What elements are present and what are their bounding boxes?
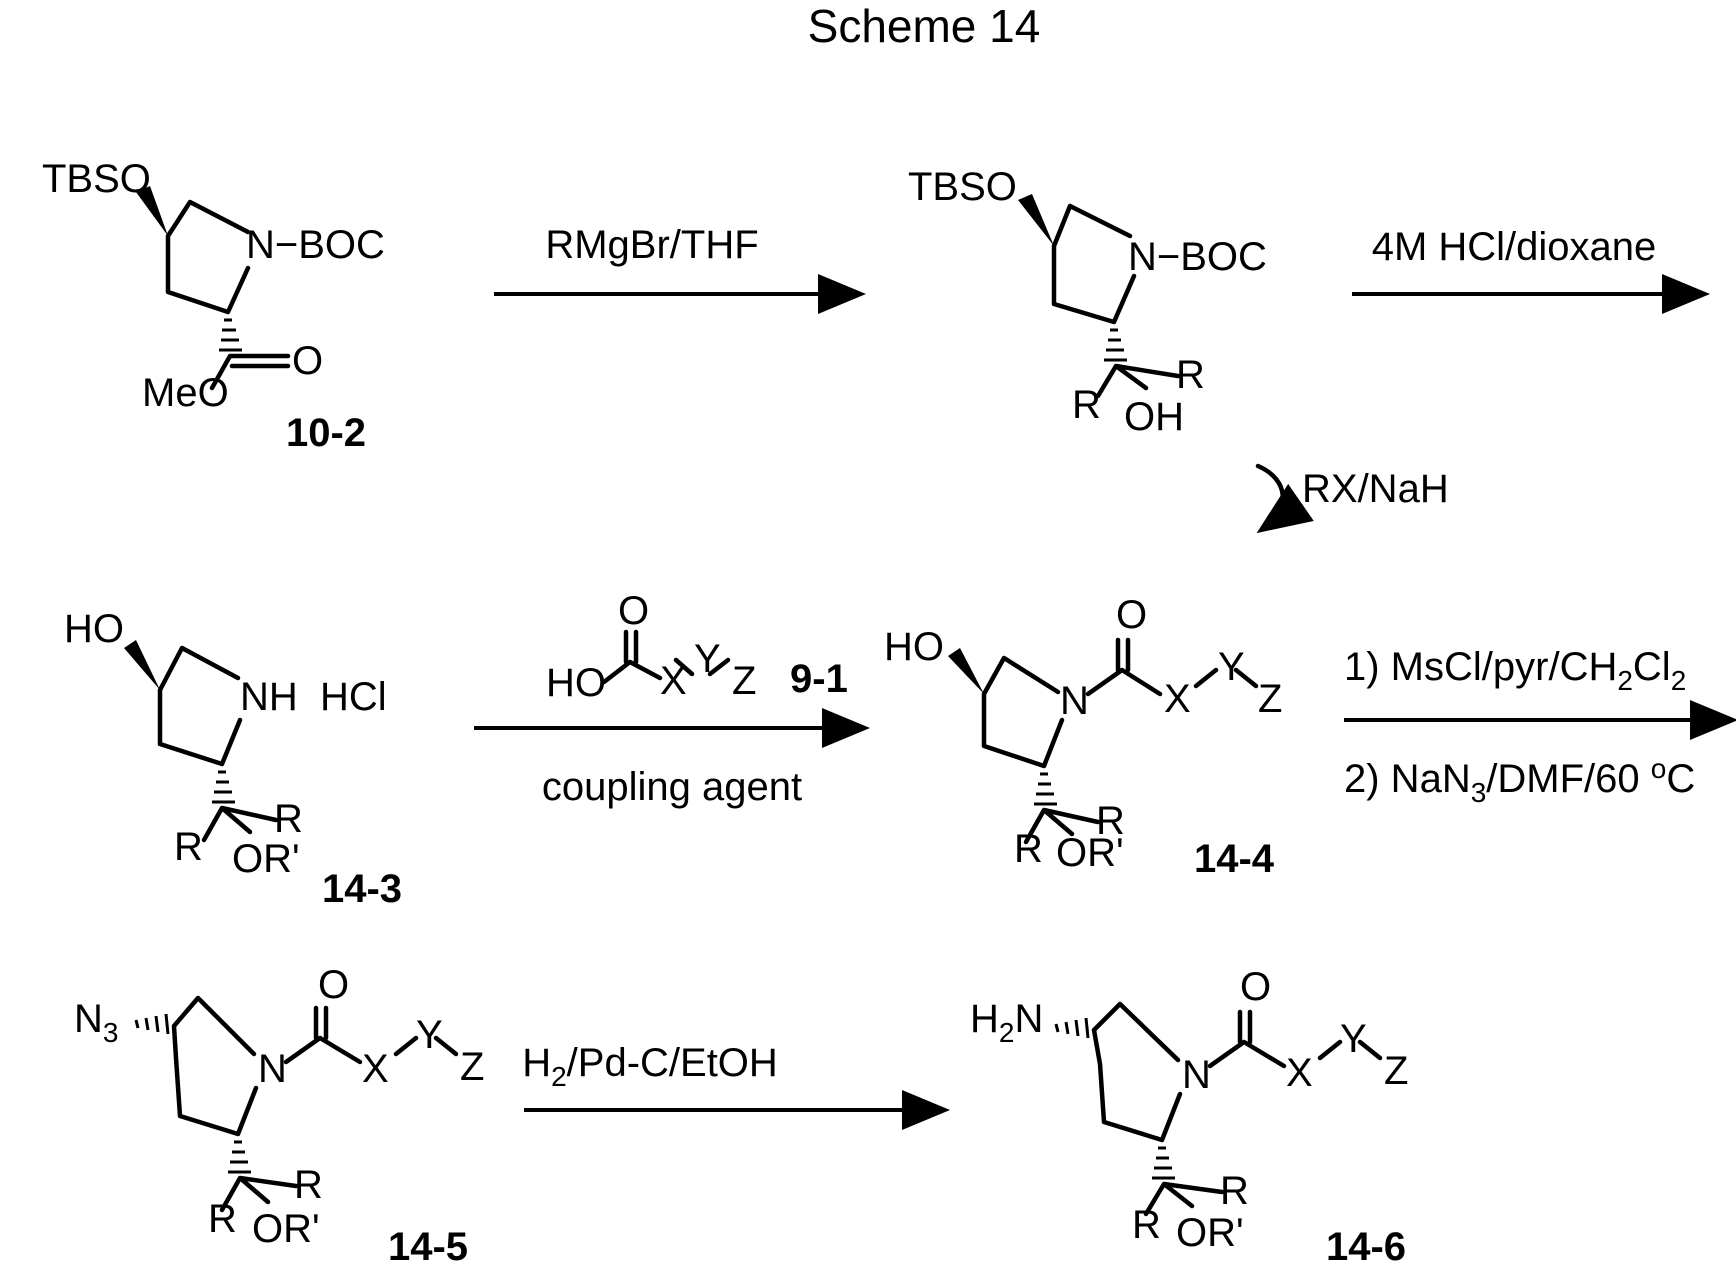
carbonyl-o: O	[292, 339, 323, 383]
hcl-label: HCl	[320, 675, 387, 719]
tbso-label: TBSO	[908, 165, 1017, 209]
n-boc-label: N−BOC	[246, 223, 385, 267]
ring-bonds	[984, 658, 1062, 766]
reagent-step4-line2: 2) NaN3/DMF/60 oC	[1344, 753, 1695, 808]
reagent-step4-line1: 1) MsCl/pyr/CH2Cl2	[1344, 645, 1686, 696]
y-label: Y	[1340, 1017, 1367, 1061]
or-label: OR'	[1056, 831, 1124, 875]
n-label: N	[258, 1047, 287, 1091]
carbonyl-o: O	[618, 589, 649, 633]
r-right: R	[1176, 353, 1205, 397]
x-label: X	[1164, 677, 1191, 721]
carbinol-bonds	[1098, 366, 1178, 396]
y-label: Y	[1218, 645, 1245, 689]
ring-bonds	[168, 202, 248, 312]
y-label: Y	[694, 637, 721, 681]
carbonyl-o: O	[1240, 965, 1271, 1009]
hashed-bond	[1104, 330, 1127, 360]
h2n-label: H2N	[970, 997, 1043, 1048]
compound-label: 14-4	[1194, 837, 1275, 881]
reagent-step2: 4M HCl/dioxane	[1372, 225, 1657, 269]
ho-label: HO	[546, 661, 606, 705]
z-label: Z	[1384, 1049, 1408, 1093]
wedge-bond	[1018, 194, 1054, 246]
wedge-bond	[124, 640, 160, 690]
hashed-bond	[212, 772, 235, 802]
compound-label: 10-2	[286, 411, 366, 455]
compound-label: 14-3	[322, 867, 402, 911]
compound-14-1: TBSO N−BOC R R OH RX/NaH	[908, 165, 1449, 528]
alkylation-curved-arrow	[1258, 466, 1283, 528]
z-label: Z	[460, 1045, 484, 1089]
r-left: R	[1014, 827, 1043, 871]
n-label: N	[1060, 679, 1089, 723]
compound-14-4: HO N O X Y Z R R OR' 14-4	[884, 593, 1282, 881]
carbinol-bonds	[204, 808, 276, 840]
compound-14-5: N3 N O X Y Z R R OR' 14-5	[74, 963, 484, 1264]
r-right: R	[294, 1163, 323, 1207]
hashed-bond-amine	[1056, 1018, 1088, 1038]
hashed-bond-n3	[136, 1014, 168, 1034]
carbonyl-o: O	[318, 963, 349, 1007]
or-label: OR'	[232, 837, 300, 881]
wedge-bond	[136, 186, 168, 236]
scheme-title: Scheme 14	[808, 0, 1041, 52]
ring-bonds	[1054, 206, 1134, 322]
y-label: Y	[416, 1013, 443, 1057]
or-label: OR'	[252, 1207, 320, 1251]
reagent-9-1: O HO X Y Z 9-1	[546, 589, 848, 705]
hashed-bond	[1152, 1148, 1175, 1178]
or-label: OR'	[1176, 1211, 1244, 1255]
ho-label: HO	[884, 625, 944, 669]
compound-14-6: H2N N O X Y Z R R OR' 14-6	[970, 965, 1408, 1264]
compound-label: 14-6	[1326, 1225, 1406, 1264]
oh-label: OH	[1124, 395, 1184, 439]
hashed-bond	[1034, 774, 1057, 804]
hashed-bond	[228, 1142, 251, 1172]
z-label: Z	[1258, 677, 1282, 721]
ring-bonds	[174, 998, 256, 1134]
carbonyl-o: O	[1116, 593, 1147, 637]
r-left: R	[1132, 1203, 1161, 1247]
reagent-alkylation: RX/NaH	[1302, 467, 1449, 511]
wedge-bond	[948, 648, 984, 694]
hashed-bond	[219, 320, 242, 350]
tbso-label: TBSO	[42, 157, 151, 201]
compound-14-3: HO NH HCl R R OR' 14-3	[64, 607, 402, 911]
x-label: X	[1286, 1051, 1313, 1095]
ring-bonds	[160, 648, 240, 764]
n-label: N	[1182, 1053, 1211, 1097]
compound-label: 9-1	[790, 657, 848, 701]
reagent-step5: H2/Pd-C/EtOH	[522, 1041, 778, 1092]
x-label: X	[660, 659, 687, 703]
reagent-step3: coupling agent	[542, 765, 802, 809]
z-label: Z	[732, 659, 756, 703]
n-boc-label: N−BOC	[1128, 235, 1267, 279]
x-label: X	[362, 1047, 389, 1091]
n3-label: N3	[74, 997, 118, 1048]
compound-10-2: TBSO N−BOC O MeO 10-2	[42, 157, 385, 455]
ho-label: HO	[64, 607, 124, 651]
r-left: R	[174, 825, 203, 869]
r-right: R	[274, 797, 303, 841]
compound-label: 14-5	[388, 1225, 468, 1264]
meo-label: MeO	[142, 371, 229, 415]
r-right: R	[1220, 1169, 1249, 1213]
nh-label: NH	[240, 675, 298, 719]
r-left: R	[1072, 383, 1101, 427]
reagent-step1: RMgBr/THF	[545, 223, 758, 267]
ring-bonds	[1094, 1004, 1180, 1140]
r-left: R	[208, 1197, 237, 1241]
